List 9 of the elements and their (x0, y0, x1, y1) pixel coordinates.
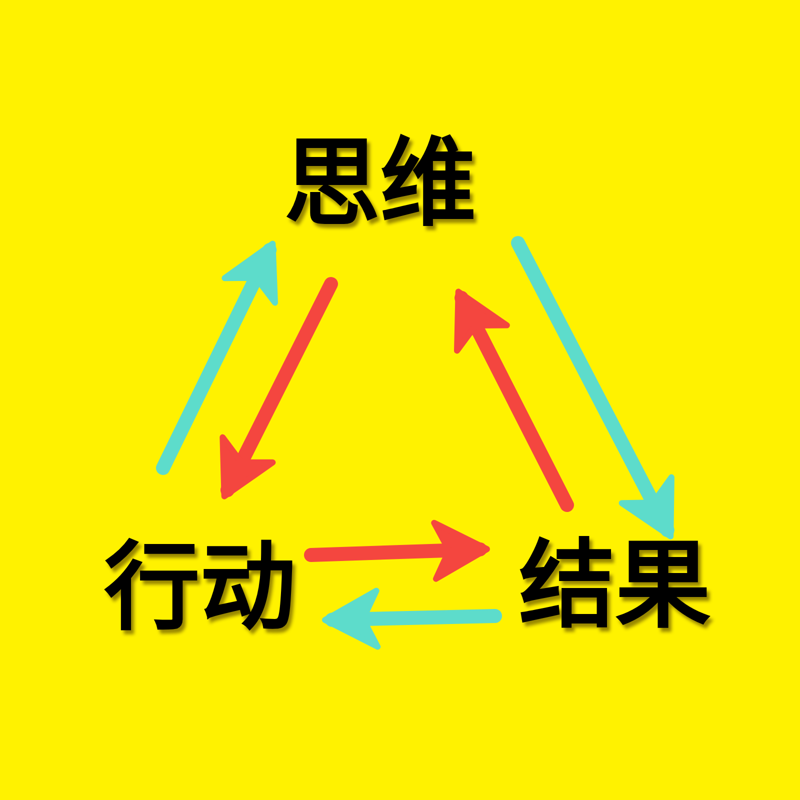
keyword-label: 行动 (104, 538, 296, 638)
arrow (322, 588, 502, 650)
keyword-label: 思维 (284, 134, 476, 234)
arrow (511, 236, 674, 540)
arrow (454, 288, 574, 512)
arrow (304, 520, 490, 582)
keyword-label: 结果 (519, 536, 711, 636)
arrow (156, 240, 278, 475)
arrow (220, 277, 338, 500)
